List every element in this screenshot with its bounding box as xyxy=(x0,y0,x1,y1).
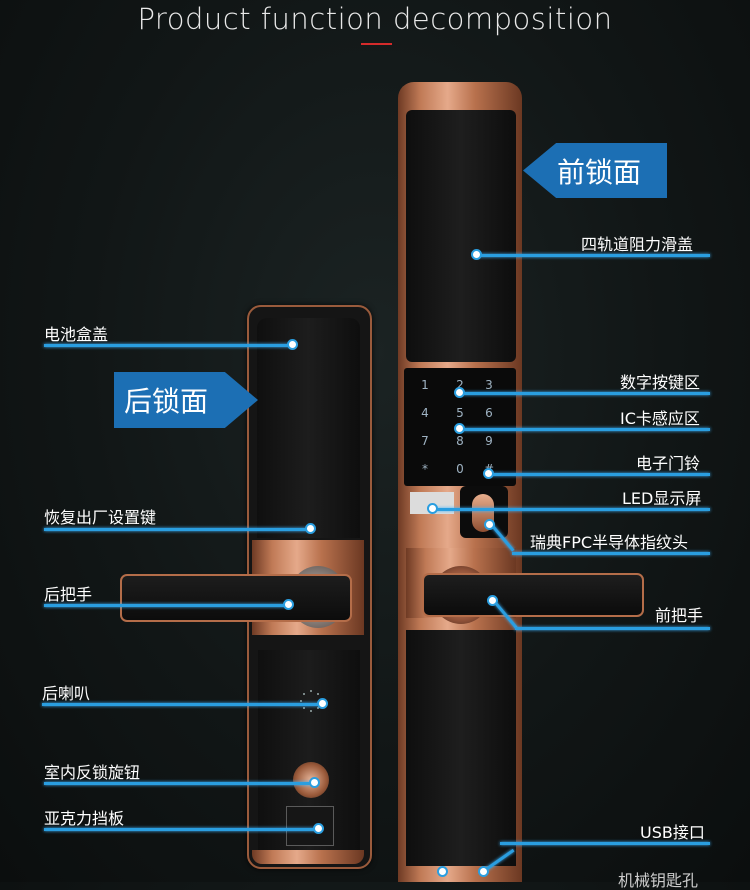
callout-line-acrylic xyxy=(44,828,318,831)
rear-bottom-cap xyxy=(252,850,364,864)
label-slide-cover: 四轨道阻力滑盖 xyxy=(581,235,694,254)
front-handle xyxy=(422,573,644,617)
label-acrylic-panel: 亚克力挡板 xyxy=(44,809,125,828)
front-slide-cover xyxy=(406,110,516,362)
callout-line-usb xyxy=(500,842,710,845)
callout-dot-speaker xyxy=(317,698,328,709)
label-mechanical-keyhole: 机械钥匙孔 xyxy=(618,871,699,890)
callout-dot-keypad xyxy=(454,387,465,398)
key-0: 0 xyxy=(456,462,464,476)
key-7: 7 xyxy=(421,434,429,448)
key-1: 1 xyxy=(421,378,429,392)
key-6: 6 xyxy=(485,406,493,420)
key-2: 2 xyxy=(456,378,464,392)
callout-dot-battery xyxy=(287,339,298,350)
key-3: 3 xyxy=(485,378,493,392)
front-side-banner: 前锁面 xyxy=(523,143,667,198)
rear-battery-cover-panel xyxy=(257,318,360,538)
callout-dot-led xyxy=(427,503,438,514)
front-lower-panel xyxy=(406,630,516,866)
label-led-display: LED显示屏 xyxy=(622,489,702,508)
label-rear-speaker: 后喇叭 xyxy=(42,684,91,703)
label-usb-port: USB接口 xyxy=(640,823,705,842)
callout-line-led xyxy=(432,508,710,511)
callout-line-doorbell xyxy=(488,473,710,476)
callout-dot-keyhole xyxy=(437,866,448,877)
label-fingerprint: 瑞典FPC半导体指纹头 xyxy=(530,533,689,552)
callout-dot-doorbell xyxy=(483,468,494,479)
label-front-handle: 前把手 xyxy=(655,606,704,625)
callout-line-slide-cover xyxy=(476,254,710,257)
callout-dot-ic-card xyxy=(454,423,465,434)
key-5: 5 xyxy=(456,406,464,420)
rear-handle xyxy=(120,574,352,622)
page-title: Product function decomposition xyxy=(137,2,613,36)
title-underline xyxy=(361,43,392,45)
label-battery-cover: 电池盒盖 xyxy=(44,325,109,344)
callout-line-ic-card xyxy=(459,428,710,431)
callout-line-front-handle xyxy=(515,627,710,630)
callout-line-fingerprint xyxy=(512,552,710,555)
callout-dot-usb xyxy=(478,866,489,877)
label-inner-lock-knob: 室内反锁旋钮 xyxy=(44,763,141,782)
callout-dot-fingerprint xyxy=(484,519,495,530)
acrylic-panel xyxy=(286,806,334,846)
callout-dot-rear-handle xyxy=(283,599,294,610)
label-ic-card-area: IC卡感应区 xyxy=(620,409,700,428)
rear-side-banner: 后锁面 xyxy=(114,372,258,428)
callout-dot-slide-cover xyxy=(471,249,482,260)
callout-dot-acrylic xyxy=(313,823,324,834)
key-9: 9 xyxy=(485,434,493,448)
label-doorbell: 电子门铃 xyxy=(636,454,701,473)
callout-line-knob xyxy=(44,782,314,785)
callout-line-battery xyxy=(44,344,292,347)
label-rear-handle: 后把手 xyxy=(44,585,93,604)
callout-line-reset xyxy=(44,528,310,531)
callout-dot-reset xyxy=(305,523,316,534)
callout-dot-knob xyxy=(309,777,320,788)
callout-line-keypad xyxy=(459,392,710,395)
callout-line-speaker xyxy=(42,703,322,706)
key-star: * xyxy=(422,462,428,476)
callout-line-rear-handle xyxy=(44,604,288,607)
key-8: 8 xyxy=(456,434,464,448)
label-keypad-area: 数字按键区 xyxy=(620,373,701,392)
key-4: 4 xyxy=(421,406,429,420)
callout-dot-front-handle xyxy=(487,595,498,606)
label-factory-reset: 恢复出厂设置键 xyxy=(44,508,157,527)
